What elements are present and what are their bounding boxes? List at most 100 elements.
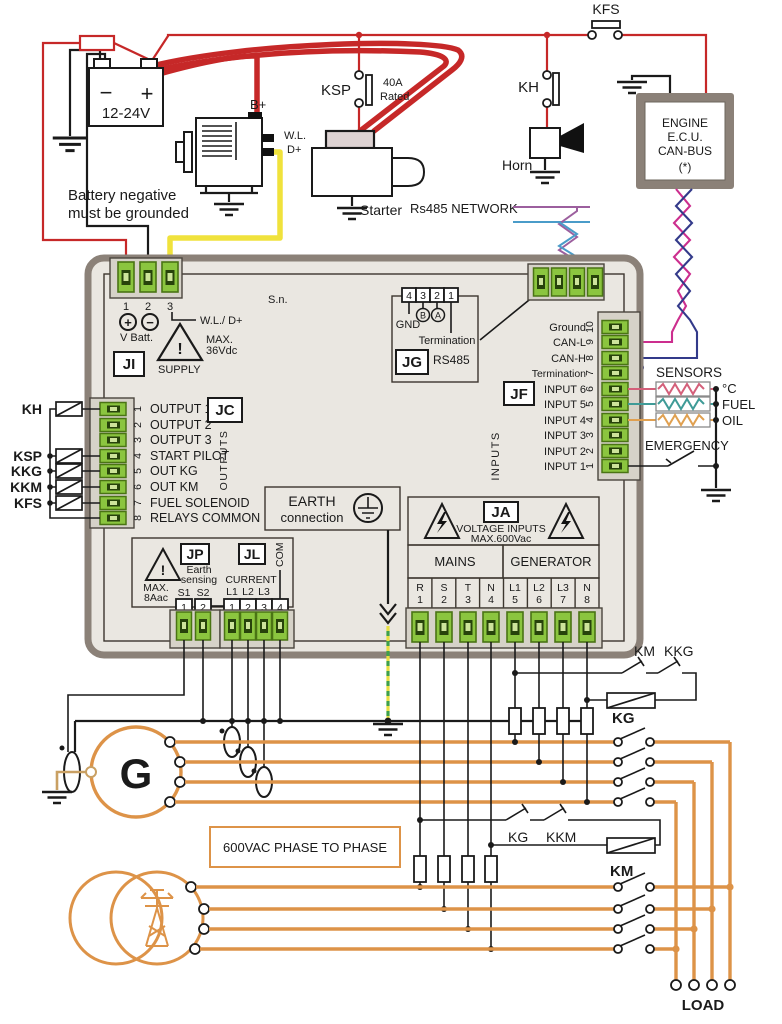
ja-cell-num: 8 bbox=[584, 594, 590, 606]
jc-box bbox=[207, 397, 243, 423]
fuse-to-battery-wire bbox=[113, 42, 151, 61]
battery-section: − + 12-24V Battery negative must be grou… bbox=[41, 33, 708, 262]
wld-label: W.L./ D+ bbox=[200, 315, 243, 327]
alternator-bplus-terminal bbox=[248, 112, 262, 119]
ja-pin-5 bbox=[506, 611, 524, 643]
sensors-title: SENSORS bbox=[656, 365, 722, 380]
earth-symbol-bars bbox=[358, 497, 378, 519]
battery-note-line2: must be grounded bbox=[68, 205, 189, 222]
supply-warning-icon bbox=[156, 321, 204, 362]
horn-label: Horn bbox=[502, 157, 532, 173]
jl-pin-l2 bbox=[239, 611, 257, 641]
relay-coil-wires bbox=[49, 408, 100, 519]
ji-box bbox=[113, 351, 145, 377]
alternator-section: B+ W.L. D+ bbox=[167, 97, 306, 262]
rs485-network-label: Rs485 NETWORK bbox=[410, 201, 518, 216]
km-contactor-contacts bbox=[613, 872, 655, 954]
supply-pin-3 bbox=[161, 261, 179, 293]
ja-cell-dividers bbox=[431, 578, 576, 608]
alternator-ground-icon bbox=[212, 202, 246, 217]
rs485-pin-1 bbox=[532, 267, 550, 297]
earth-label1: EARTH bbox=[288, 493, 335, 509]
generator-neutral-wire bbox=[55, 770, 86, 790]
ksp-contact-top bbox=[354, 70, 364, 80]
generator-neutral-terminal bbox=[85, 766, 97, 778]
battery-note-line1: Battery negative bbox=[68, 187, 176, 204]
wld-bracket bbox=[171, 312, 196, 321]
jp-t2-num: 2 bbox=[200, 602, 206, 614]
ksp-rating2: Rated bbox=[380, 91, 409, 103]
ja-pin-2 bbox=[435, 611, 453, 643]
ja-pin-4 bbox=[482, 611, 500, 643]
ja-cell-num: 4 bbox=[488, 594, 494, 606]
dplus-yellow-wire bbox=[167, 149, 283, 262]
ja-cell-num: 6 bbox=[536, 594, 542, 606]
jl-l1-label: L1 bbox=[226, 586, 238, 598]
supply-pin2-num: 2 bbox=[145, 301, 151, 313]
transformer-circle-1 bbox=[68, 870, 164, 966]
fuel-sensor-label: FUEL bbox=[722, 397, 755, 412]
jc-row-label: OUTPUT 1 bbox=[150, 402, 212, 416]
jg-box bbox=[395, 349, 429, 375]
jp-warning-icon bbox=[144, 546, 182, 581]
ja-cell-num: 5 bbox=[512, 594, 518, 606]
alternator-fins bbox=[202, 122, 237, 160]
horn-ground-icon bbox=[528, 170, 562, 185]
ja-bolt-left bbox=[437, 512, 447, 533]
kh-contact-bottom bbox=[542, 98, 552, 108]
battery-positive-terminal bbox=[140, 58, 158, 69]
sensors-section: SENSORS °C FUEL OIL EMERGENCY bbox=[628, 365, 755, 503]
ecu-line2: E.C.U. bbox=[667, 130, 702, 144]
jc-row-num: 2 bbox=[132, 422, 144, 428]
generator-letter: G bbox=[120, 750, 153, 797]
jl-t4-num: 4 bbox=[277, 602, 283, 614]
starter-section: KSP 40A Rated Starter bbox=[311, 31, 426, 221]
ecu-line3: CAN-BUS bbox=[658, 144, 712, 158]
supply-pin3-num: 3 bbox=[167, 301, 173, 313]
phase-note: 600VAC PHASE TO PHASE bbox=[209, 826, 401, 868]
jf-row-label: INPUT 3 bbox=[544, 430, 586, 442]
load-terminal-3 bbox=[706, 979, 718, 991]
jc-row-num: 7 bbox=[132, 500, 144, 506]
jc-row-num: 6 bbox=[132, 484, 144, 490]
jc-pin-7 bbox=[99, 495, 127, 511]
load-terminal-1 bbox=[670, 979, 682, 991]
mains-fuse-4 bbox=[484, 855, 498, 883]
alternator-pulley bbox=[183, 131, 193, 173]
jc-pin-1 bbox=[99, 401, 127, 417]
battery-body bbox=[88, 67, 164, 127]
ecu-section: ENGINE E.C.U. CAN-BUS (*) bbox=[615, 74, 734, 376]
ja-cell-letter: T bbox=[465, 582, 472, 594]
supply-red-wire-left bbox=[41, 41, 128, 262]
jc-row-num: 4 bbox=[132, 453, 144, 459]
jf-pin-4 bbox=[601, 412, 629, 428]
kg-coil-label: KG bbox=[612, 710, 635, 727]
mains-terminal-3 bbox=[198, 923, 210, 935]
jf-pin-8 bbox=[601, 350, 629, 366]
ja-cell-letter: N bbox=[583, 582, 591, 594]
ecu-line4: (*) bbox=[679, 160, 692, 174]
ja-pin-8 bbox=[578, 611, 596, 643]
jp-jl-section: ! MAX. 8Aac JP Earth sensing S1 S2 1 2 J… bbox=[131, 537, 295, 649]
load-terminal-4 bbox=[724, 979, 736, 991]
kfs-switch: KFS bbox=[587, 1, 623, 40]
jl-pin-com bbox=[271, 611, 289, 641]
kh-relay-label: KH bbox=[22, 401, 42, 417]
minus-glyph: − bbox=[146, 315, 154, 330]
transformer-circle-2 bbox=[109, 870, 205, 966]
ja-pin-3 bbox=[459, 611, 477, 643]
ksp-switch-bar bbox=[365, 74, 373, 106]
jg-pin3-num: 3 bbox=[420, 290, 426, 302]
ecu-panel bbox=[644, 101, 726, 181]
ja-cell-letter: S bbox=[440, 582, 447, 594]
ksp-contact-bottom bbox=[354, 98, 364, 108]
km-coil-circuit: KG KKM KM bbox=[420, 803, 661, 880]
supply-pin-1 bbox=[117, 261, 135, 293]
ecu-ground-wire bbox=[630, 74, 672, 93]
supply-warning-mark: ! bbox=[177, 341, 182, 358]
jp-warning-mark: ! bbox=[161, 562, 166, 578]
jc-row-label: OUTPUT 3 bbox=[150, 433, 212, 447]
ja-section: JA VOLTAGE INPUTS MAX.600Vac MAINS GENER… bbox=[405, 496, 603, 649]
earth-symbol-icon bbox=[353, 493, 383, 523]
